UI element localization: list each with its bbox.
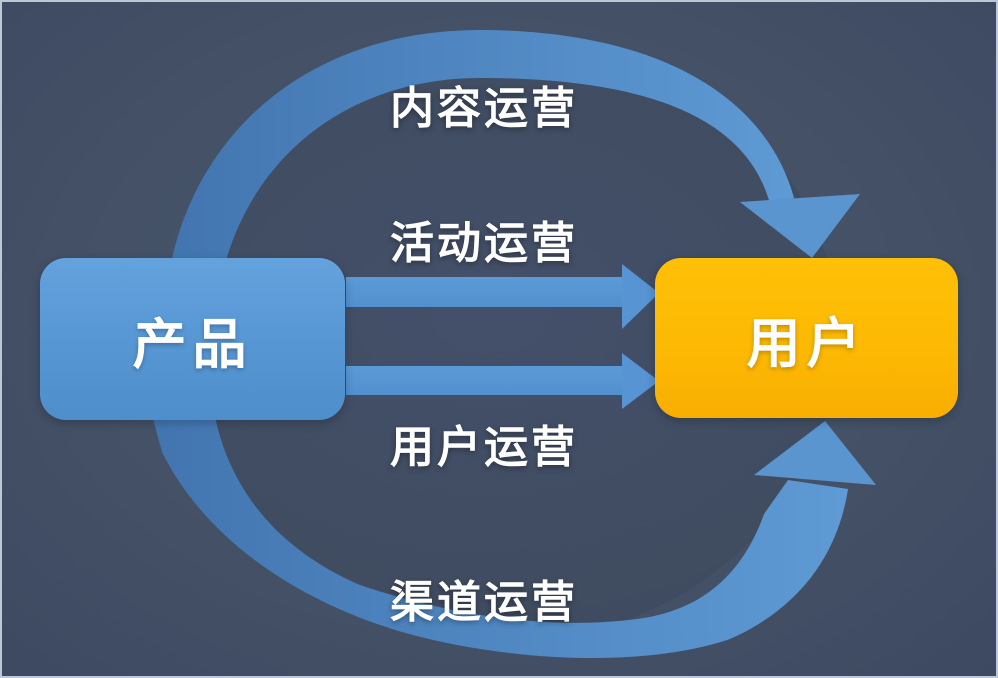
user-ops-arrow-shaft: [346, 366, 623, 395]
flow-label-user-ops: 用户运营: [390, 423, 578, 472]
channel-ops-curve-shaft: [148, 400, 848, 658]
flow-label-channel-ops: 渠道运营: [390, 578, 578, 627]
product-node: 产品: [40, 258, 345, 420]
channel-ops-arrowhead-icon: [754, 421, 876, 485]
product-node-label: 产品: [132, 314, 253, 375]
user-node-label: 用户: [746, 313, 867, 374]
user-node: 用户: [655, 258, 958, 418]
activity-ops-arrow-shaft: [346, 277, 623, 307]
activity-ops-arrowhead-icon: [622, 264, 659, 329]
content-ops-curve-shaft: [165, 30, 794, 307]
content-ops-arrowhead-icon: [740, 194, 860, 258]
flow-label-activity-ops: 活动运营: [390, 219, 578, 268]
orbit-ellipse: [162, 30, 838, 642]
user-ops-arrowhead-icon: [622, 353, 659, 409]
flow-label-content-ops: 内容运营: [390, 84, 578, 133]
